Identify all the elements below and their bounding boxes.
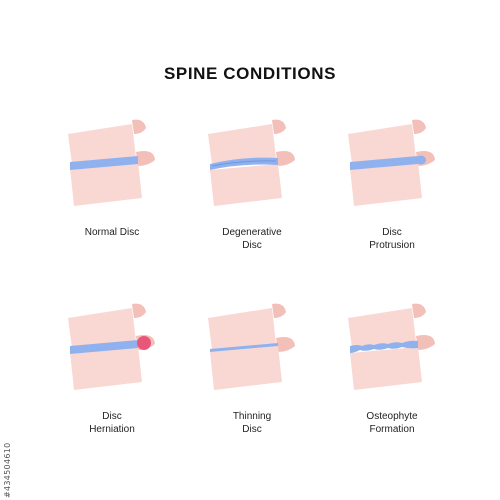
stock-id: #434504610 (3, 442, 12, 498)
condition-label: Thinning Disc (232, 411, 272, 435)
spine-normal-disc-illustration (68, 119, 155, 206)
spine-degenerative-disc-illustration (208, 119, 295, 206)
conditions-grid: Normal Disc Degenerative Disc Disc (42, 118, 462, 450)
spine-osteophyte-formation-illustration (348, 303, 435, 390)
condition-normal-disc: Normal Disc (42, 118, 182, 266)
condition-disc-protrusion: Disc Protrusion (322, 118, 462, 266)
spine-thinning-disc-illustration (208, 303, 295, 390)
condition-label: Osteophyte Formation (366, 411, 418, 435)
condition-degenerative-disc: Degenerative Disc (182, 118, 322, 266)
condition-osteophyte-formation: Osteophyte Formation (322, 302, 462, 450)
spine-disc-herniation-illustration (68, 303, 155, 390)
spine-disc-protrusion-illustration (348, 119, 435, 206)
condition-label: Disc Protrusion (369, 227, 415, 251)
page-title: SPINE CONDITIONS (163, 64, 337, 83)
condition-label: Degenerative Disc (222, 227, 282, 251)
condition-disc-herniation: Disc Herniation (42, 302, 182, 450)
condition-label: Normal Disc (84, 227, 140, 238)
condition-thinning-disc: Thinning Disc (182, 302, 322, 450)
condition-label: Disc Herniation (89, 411, 135, 435)
